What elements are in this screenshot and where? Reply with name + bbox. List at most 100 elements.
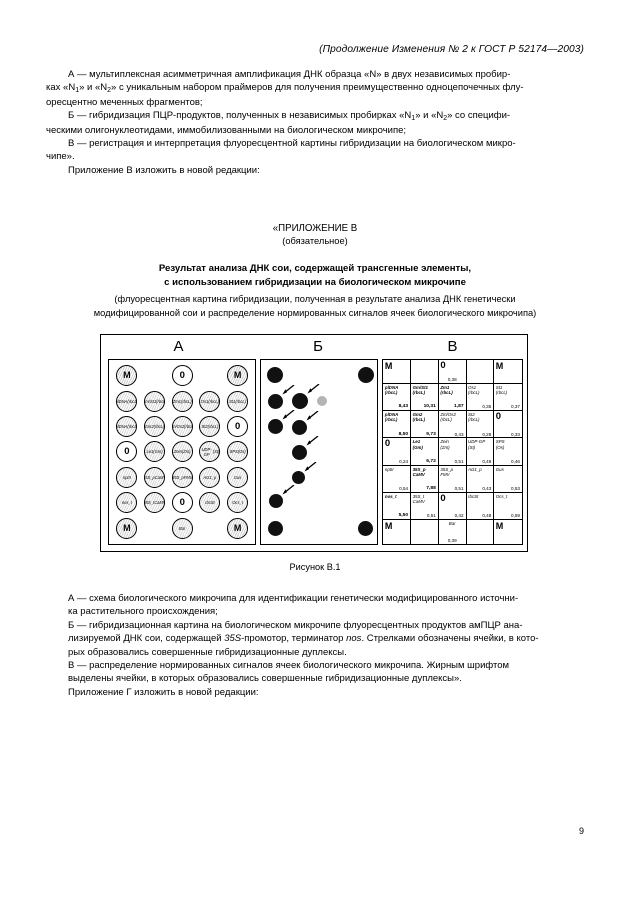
signal-table-cell: Zein(Zm)0,51 — [438, 438, 467, 466]
microchip-cell-label: M — [233, 370, 242, 381]
signal-table-cell-label-line: Zm1 — [440, 385, 450, 391]
microchip-cell-label: (St) — [212, 449, 220, 455]
signal-table-cell: UDP-GP(St)0,49 — [466, 438, 495, 466]
appendix-subheading-line2: модифицированной сои и распределение нор… — [93, 308, 537, 318]
microchip-cell: 0 — [227, 416, 249, 438]
microchip-cell: Le1(Gm) — [144, 441, 166, 463]
signal-table-cell-label-line: Gus — [495, 466, 504, 472]
signal-table-cell-label-line: (Os) — [495, 444, 505, 450]
signal-table-cell-value: 1,87 — [454, 404, 464, 410]
microchip-cell: M — [116, 365, 138, 387]
microchip-cell-empty — [144, 518, 165, 539]
legend-item-b-line3: рых образовались совершенные гибридизаци… — [68, 646, 347, 658]
microchip-cell-label: Os1 — [200, 398, 209, 404]
signal-table-cell-label: Ocs_t — [496, 494, 521, 499]
intro-item-a-line2c: » с уникальным набором праймеров для пол… — [111, 82, 524, 94]
microchip-cell-empty — [199, 518, 220, 539]
pointer-arrow-icon — [306, 436, 319, 446]
signal-table-cell-label-line: St1 — [495, 385, 503, 391]
signal-table-cell-label: plDNA(rbcL) — [385, 412, 409, 422]
microchip-cell-label: Ocs_t — [232, 500, 243, 506]
signal-table-cell-label-line: St2 — [468, 412, 475, 418]
intro-item-b-line1a: Б — гибридизация ПЦР-продуктов, полученн… — [68, 110, 412, 122]
signal-table-cell-marker: M — [495, 520, 504, 531]
microchip-cell-label: M — [123, 522, 131, 533]
microchip-cell: M — [227, 365, 249, 387]
microchip-cell-label: Gus — [233, 474, 242, 480]
signal-table-cell: St2(rbcL)0,28 — [466, 411, 495, 439]
appendix-subtitle: (обязательное) — [282, 236, 348, 246]
appendix-subheading-line1: (флуоресцентная картина гибридизации, по… — [114, 294, 516, 304]
appendix-heading-line1: Результат анализа ДНК сои, содержащей тр… — [158, 263, 472, 274]
sub-n1-b: 1 — [411, 115, 416, 123]
appendix-heading: Результат анализа ДНК сои, содержащей тр… — [60, 262, 570, 290]
signal-table-cell-marker: M — [384, 361, 393, 371]
legend-text-block: А — схема биологического микрочипа для и… — [46, 592, 584, 699]
microchip-cell-label: (rbcL) — [208, 398, 220, 404]
signal-table-cell-label-line: Gm/St1 — [412, 385, 428, 391]
figure-panel-headers: А Б В — [101, 335, 527, 359]
microchip-cell-label: (rbcL) — [153, 424, 165, 430]
microchip-cell-label: Le1 — [146, 449, 154, 455]
microchip-cell-label: Zein — [173, 449, 182, 455]
signal-table-cell: St1(rbcL) 0,37 — [494, 384, 522, 412]
signal-table-cell-value: 0,48 — [482, 512, 492, 518]
intro-item-v-line1: В — регистрация и интерпретация флуоресц… — [68, 138, 516, 150]
figure-v1: А Б В M0MplDNA(rbcL)Gm/St1(rbcL)Zm1(rbcL… — [100, 334, 528, 552]
signal-table-cell-label-line: (rbcL) — [384, 390, 398, 396]
microchip-cell: plDNA(rbcL) — [116, 390, 138, 412]
microchip-cell-label: Bar — [179, 525, 186, 531]
signal-table-cell-label-line: (rbcL) — [384, 417, 398, 423]
signal-table-cell-label-line: (Gm) — [412, 444, 423, 450]
signal-table-cell-label-line: rbcSt — [468, 493, 479, 499]
signal-table-cell: Zm/Os2(rbcL)0,43 — [438, 411, 467, 439]
pointer-arrow-icon — [282, 385, 295, 395]
microchip-cell-label: (rbcL) — [180, 398, 192, 404]
hybridization-spot — [358, 367, 375, 383]
signal-table-cell-label-line: Ocs_t — [495, 493, 508, 499]
intro-item-v-line2: чипе». — [46, 151, 75, 163]
microchip-cell: nptII — [116, 466, 138, 488]
signal-table-cell: Zm1(rbcL) 1,87 — [438, 384, 467, 412]
signal-table-cell-value: 0,37 — [511, 404, 520, 410]
signal-table-cell-value: 0,49 — [482, 458, 492, 464]
signal-table-cell-label-line: (rbcL) — [412, 417, 426, 423]
microchip-cell-empty — [199, 365, 220, 386]
microchip-cell: nos_t — [116, 492, 138, 514]
signal-table-cell-value: 0,46 — [511, 458, 520, 464]
signal-table-cell-label: Act1_p — [468, 467, 492, 472]
signal-table-cell-label-line: (rbcL) — [495, 390, 508, 396]
signal-table-cell-label: plDNA(rbcL) — [385, 385, 409, 395]
signal-table-cell-label-line: 35S_p — [440, 466, 454, 472]
signal-table-cell: Gm2(rbcL)9,73 — [411, 411, 439, 439]
microchip-cell: 0 — [116, 441, 138, 463]
microchip-cell: Os1(rbcL) — [199, 390, 221, 412]
signal-table-cell-value: 0,24 — [399, 458, 409, 464]
pointer-arrow-icon — [282, 485, 295, 495]
signal-table-cell-label-line: Le1 — [412, 439, 421, 445]
intro-item-a-line3: оресцентно меченных фрагментов; — [46, 96, 203, 108]
signal-table-cell-label: nos_t — [385, 494, 409, 499]
intro-item-b-line1b: » и «N — [415, 110, 444, 122]
microchip-cell-empty — [144, 365, 165, 386]
signal-table-cell-label: SPS(Os) — [496, 439, 521, 449]
microchip-cell-label: (Zm) — [181, 449, 191, 455]
legend-item-b-line2: лизируемой ДНК сои, содержащей 35S-промо… — [46, 632, 584, 645]
hybridization-spot — [268, 419, 284, 434]
signal-table-cell-label-line: Bar — [448, 520, 456, 526]
signal-table-cell-label: Zm1(rbcL) — [440, 385, 464, 395]
signal-table-cell: Gm/St1(rbcL)10,31 — [411, 384, 439, 412]
microchip-cell-label: (rbcL) — [127, 424, 138, 430]
signal-table-cell-label-line: Zein — [440, 439, 449, 445]
hybridization-spot — [292, 393, 309, 409]
microchip-cell: 0 — [171, 365, 193, 387]
microchip-cell-label: Zm/Os2 — [172, 424, 185, 430]
microchip-cell: Zm1(rbcL) — [171, 390, 193, 412]
